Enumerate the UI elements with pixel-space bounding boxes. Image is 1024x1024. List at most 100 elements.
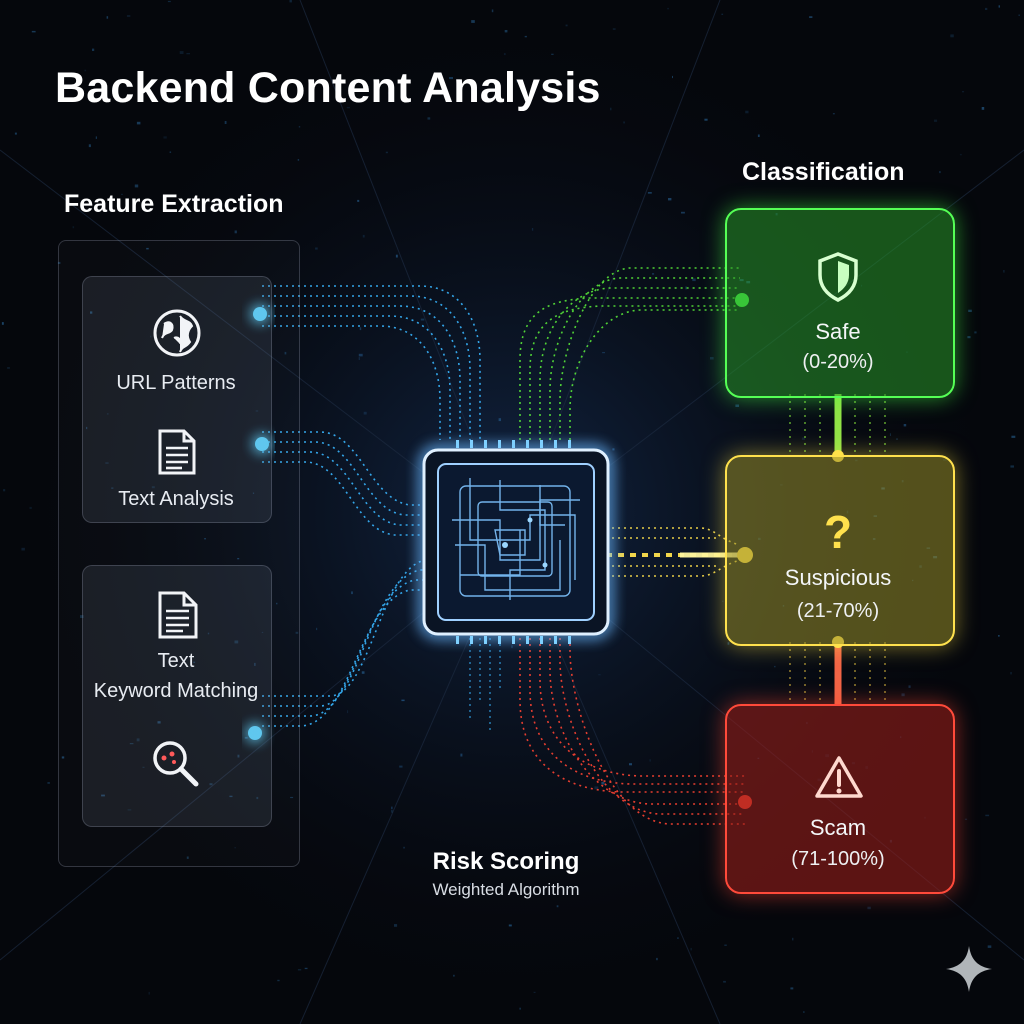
background-particle [186, 856, 189, 859]
background-particle [163, 136, 167, 139]
background-particle [889, 433, 891, 436]
magnifier-icon [153, 741, 199, 787]
background-particle [723, 980, 726, 983]
background-particle [724, 944, 727, 946]
background-particle [612, 448, 615, 451]
background-particle [987, 945, 992, 948]
background-particle [167, 0, 171, 3]
background-particle [21, 547, 25, 551]
background-particle [151, 486, 155, 489]
background-particle [129, 743, 134, 745]
svg-text:?: ? [824, 508, 852, 554]
background-particle [105, 462, 109, 464]
background-particle [289, 0, 292, 3]
background-particle [261, 631, 264, 633]
background-particle [981, 107, 985, 110]
background-particle [315, 247, 318, 250]
background-particle [974, 331, 977, 334]
risk-scoring-title: Risk Scoring [432, 848, 580, 875]
background-particle [685, 286, 687, 290]
background-particle [1003, 270, 1005, 273]
background-particle [901, 693, 905, 697]
background-particle [234, 640, 239, 644]
background-particle [169, 151, 172, 153]
background-particle [469, 883, 471, 885]
background-particle [649, 759, 651, 762]
background-particle [234, 230, 237, 234]
safe-range: (0-20%) [802, 351, 874, 373]
feature-extraction-heading: Feature Extraction [64, 190, 284, 218]
background-particle [136, 121, 141, 125]
background-particle [237, 754, 240, 758]
background-particle [934, 119, 938, 122]
background-particle [774, 665, 776, 668]
background-particle [316, 627, 318, 631]
page-title: Backend Content Analysis [55, 64, 601, 112]
feature-extraction-panel [58, 240, 300, 867]
url-patterns-label: URL Patterns [116, 372, 236, 394]
background-particle [358, 353, 363, 357]
warning-icon [815, 756, 863, 798]
background-particle [29, 506, 32, 509]
scam-range: (71-100%) [791, 848, 885, 870]
background-particle [229, 795, 233, 798]
background-particle [511, 645, 513, 649]
background-particle [491, 9, 494, 13]
background-particle [363, 411, 367, 415]
background-particle [985, 7, 988, 10]
background-particle [106, 413, 109, 415]
background-particle [295, 631, 299, 634]
background-particle [1010, 465, 1014, 468]
background-particle [361, 671, 365, 674]
classification-scam-box [725, 704, 955, 894]
background-particle [204, 538, 206, 540]
background-particle [420, 318, 425, 321]
background-particle [503, 53, 506, 56]
background-particle [72, 226, 75, 229]
background-particle [612, 28, 616, 30]
background-particle [516, 80, 521, 83]
background-particle [362, 234, 365, 238]
background-particle [449, 77, 453, 80]
background-particle [519, 1007, 521, 1010]
feature-card-keywords [82, 565, 272, 827]
background-particle [677, 937, 679, 939]
feature-card-url-text [82, 276, 272, 523]
background-particle [150, 335, 152, 338]
background-particle [385, 151, 388, 154]
background-particle [164, 96, 168, 99]
background-particle [297, 159, 300, 161]
background-particle [277, 979, 280, 982]
risk-scoring-subtitle: Weighted Algorithm [432, 880, 580, 899]
background-particle [668, 198, 672, 201]
background-particle [86, 426, 88, 430]
background-particle [403, 846, 405, 849]
background-particle [134, 184, 139, 188]
background-particle [387, 92, 391, 94]
background-particle [647, 192, 652, 194]
background-particle [722, 600, 724, 603]
background-particle [809, 16, 813, 18]
background-particle [101, 794, 105, 797]
background-particle [304, 967, 308, 970]
background-particle [31, 30, 36, 33]
background-particle [57, 261, 61, 264]
safe-label: Safe [815, 319, 861, 344]
background-particle [998, 635, 1000, 637]
shield-icon [818, 252, 858, 302]
background-particle [803, 1011, 805, 1013]
background-particle [298, 126, 301, 128]
background-particle [391, 809, 393, 813]
background-particle [61, 756, 65, 759]
background-particle [256, 796, 259, 800]
background-particle [1011, 435, 1016, 438]
background-particle [453, 974, 455, 977]
text-label: Text [157, 650, 195, 672]
background-particle [967, 336, 971, 339]
background-particle [346, 106, 350, 109]
background-particle [209, 783, 213, 786]
background-particle [157, 721, 161, 724]
background-particle [656, 957, 658, 961]
background-particle [790, 987, 794, 990]
